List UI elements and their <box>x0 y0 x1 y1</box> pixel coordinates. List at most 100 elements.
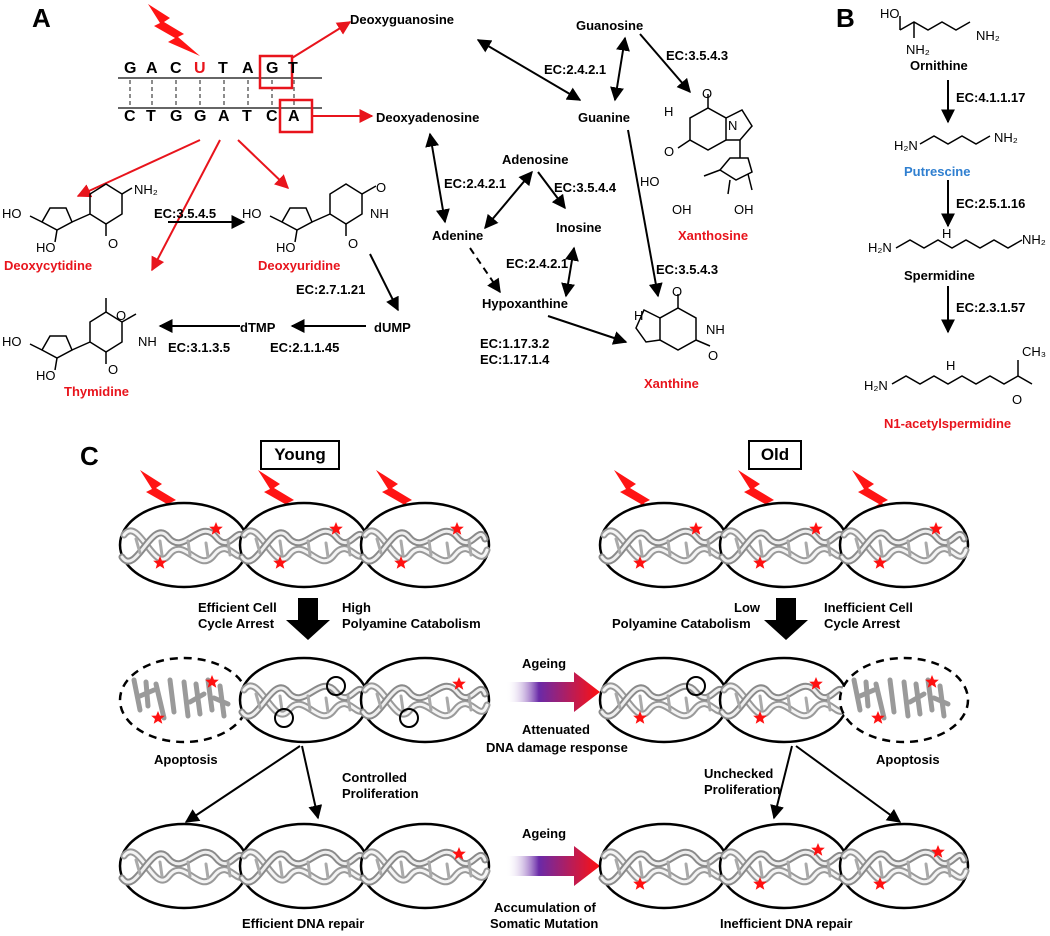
node-guanine: Guanine <box>578 110 631 125</box>
ageing-arrow <box>506 846 600 886</box>
label-controlled-1: Controlled <box>342 770 407 785</box>
atom-label: H <box>664 104 674 119</box>
dna-base: G <box>170 108 183 125</box>
enzyme-label: EC:3.5.4.5 <box>154 206 217 221</box>
dna-base-uracil: U <box>194 60 206 77</box>
node-xanthosine: Xanthosine <box>678 228 749 243</box>
old-label: Old <box>748 440 802 470</box>
ornithine-structure <box>899 16 971 38</box>
pathway-arrows <box>158 33 691 345</box>
atom-label: HO <box>242 206 262 221</box>
node-thymidine: Thymidine <box>64 384 130 399</box>
enzyme-label: EC:3.5.4.4 <box>554 180 617 195</box>
dna-base: C <box>266 108 278 125</box>
panel-a <box>29 4 1033 385</box>
dna-base: G <box>194 108 207 125</box>
label-efficient-arrest-2: Cycle Arrest <box>198 616 275 631</box>
node-deoxyguanosine: Deoxyguanosine <box>350 12 455 27</box>
dna-base: T <box>242 108 252 125</box>
red-arrows <box>76 21 374 272</box>
label-apoptosis-left: Apoptosis <box>154 752 218 767</box>
atom-label: OH <box>672 202 692 217</box>
atom-label: H <box>942 226 952 241</box>
cell-row-1 <box>120 501 968 589</box>
atom-label: O <box>702 86 713 101</box>
proliferation-arrows <box>184 745 902 823</box>
label-accumulation-2: Somatic Mutation <box>490 916 599 931</box>
label-efficient-repair: Efficient DNA repair <box>242 916 365 931</box>
dna-base: C <box>170 60 182 77</box>
acetylspermidine-structure <box>891 360 1033 385</box>
atom-label: H₂N <box>894 138 918 153</box>
damage-bolt-icon <box>148 4 200 56</box>
label-accumulation-1: Accumulation of <box>494 900 596 915</box>
enzyme-label: EC:3.5.4.3 <box>656 262 719 277</box>
label-attenuated-2: DNA damage response <box>486 740 628 755</box>
dna-base: T <box>146 108 156 125</box>
node-adenine: Adenine <box>432 228 484 243</box>
label-low-catabolism-2: Polyamine Catabolism <box>612 616 751 631</box>
atom-label: O <box>116 308 127 323</box>
atom-label: OH <box>734 202 754 217</box>
atom-label: NH <box>706 322 725 337</box>
enzyme-label: EC:2.7.1.21 <box>296 282 366 297</box>
dna-base: A <box>218 108 230 125</box>
label-n1-acetylspermidine: N1-acetylspermidine <box>884 416 1012 431</box>
panel-label-c: C <box>80 441 99 471</box>
dna-base: C <box>124 108 136 125</box>
label-efficient-arrest-1: Efficient Cell <box>198 600 277 615</box>
panel-c <box>120 470 968 910</box>
node-deoxyuridine: Deoxyuridine <box>258 258 341 273</box>
dna-base: G <box>266 60 279 77</box>
atom-label: H₂N <box>864 378 888 393</box>
dna-ladder <box>118 77 322 109</box>
dna-base: T <box>288 60 298 77</box>
young-label: Young <box>260 440 340 470</box>
atom-label: N <box>728 118 738 133</box>
atom-label: O <box>108 362 119 377</box>
spermidine-structure <box>895 239 1023 249</box>
label-spermidine: Spermidine <box>904 268 975 283</box>
label-high-catabolism-1: High <box>342 600 371 615</box>
atom-label: HO <box>880 6 900 21</box>
atom-label: NH₂ <box>906 42 930 57</box>
enzyme-label: EC:3.5.4.3 <box>666 48 729 63</box>
putrescine-structure <box>919 135 991 145</box>
node-xanthine: Xanthine <box>644 376 699 391</box>
enzyme-label: EC:2.4.2.1 <box>544 62 607 77</box>
label-high-catabolism-2: Polyamine Catabolism <box>342 616 481 631</box>
atom-label: HO <box>36 240 56 255</box>
atom-label: O <box>1012 392 1023 407</box>
panel-label-a: A <box>32 3 51 33</box>
atom-label: CH₃ <box>1022 344 1047 359</box>
node-dump: dUMP <box>374 320 411 335</box>
dna-base: A <box>288 108 300 125</box>
atom-label: O <box>708 348 719 363</box>
enzyme-label: EC:4.1.1.17 <box>956 90 1026 105</box>
atom-label: NH₂ <box>994 130 1018 145</box>
atom-label: HO <box>36 368 56 383</box>
label-controlled-2: Proliferation <box>342 786 419 801</box>
atom-label: H₂N <box>868 240 892 255</box>
label-inefficient-arrest-2: Cycle Arrest <box>824 616 901 631</box>
node-hypoxanthine: Hypoxanthine <box>482 296 568 311</box>
label-ageing: Ageing <box>522 656 567 671</box>
panel-label-b: B <box>836 3 855 33</box>
atom-label: HO <box>276 240 296 255</box>
label-putrescine: Putrescine <box>904 164 971 179</box>
molecule-structures <box>29 16 1033 385</box>
thymidine-structure <box>29 298 137 371</box>
node-inosine: Inosine <box>556 220 602 235</box>
deoxycytidine-structure <box>29 183 133 243</box>
atom-label: HO <box>2 206 22 221</box>
node-guanosine: Guanosine <box>576 18 644 33</box>
enzyme-label: EC:2.3.1.57 <box>956 300 1026 315</box>
dna-base: A <box>242 60 254 77</box>
enzyme-label: EC:2.4.2.1 <box>506 256 569 271</box>
atom-label: HO <box>2 334 22 349</box>
atom-label: NH <box>370 206 389 221</box>
atom-label: O <box>348 236 359 251</box>
enzyme-label: EC:2.5.1.16 <box>956 196 1026 211</box>
enzyme-label: EC:3.1.3.5 <box>168 340 231 355</box>
